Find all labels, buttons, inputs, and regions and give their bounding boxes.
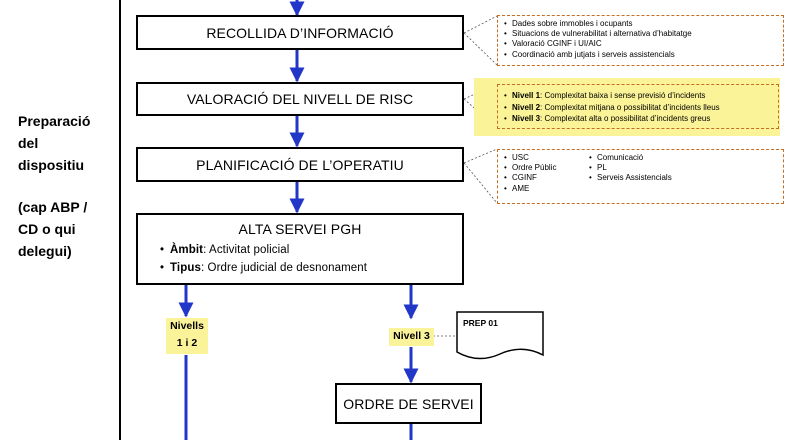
badge-nivells-1-2: Nivells 1 i 2 [166, 318, 208, 354]
badge-nivells-line-2: 1 i 2 [176, 337, 198, 349]
note-recollida-item-1: Dades sobre immobles i ocupants [504, 19, 777, 29]
note-recollida-item-3: Valoració CGINF i UI/AIC [504, 39, 777, 49]
note-operatiu-ordre-public: Ordre Públic [504, 163, 592, 173]
step-ordre-label: ORDRE DE SERVEI [343, 395, 474, 412]
step-valoracio-label: VALORACIÓ DEL NIVELL DE RISC [186, 91, 414, 107]
note-risc-text-1: : Complexitat baixa i sense previsió d’i… [540, 91, 706, 100]
lane-label-line-2: del [18, 135, 39, 151]
document-shape [456, 311, 544, 360]
note-operatiu-serveis: Serveis Assistencials [589, 173, 677, 183]
note-risc-key-1: Nivell 1 [512, 91, 541, 100]
note-operatiu-usc: USC [504, 153, 592, 163]
lane-sub-line-1: (cap ABP / [18, 199, 88, 215]
step-planificacio-operatiu[interactable]: PLANIFICACIÓ DE L’OPERATIU [136, 147, 464, 182]
lane-label: Preparació del dispositiu (cap ABP / CD … [0, 110, 120, 262]
alta-ambit-value: : Activitat policial [203, 244, 290, 256]
lane-sub-line-2: CD o qui [18, 221, 76, 237]
lane-border-left [119, 0, 121, 440]
step-recollida-informacio[interactable]: RECOLLIDA D’INFORMACIÓ [136, 15, 464, 50]
note-risc-text-3: : Complexitat alta o possibilitat d’inci… [540, 114, 711, 123]
alta-tipus-row: •Tipus: Ordre judicial de desnonament [160, 262, 368, 274]
step-alta-servei-pgh[interactable]: ALTA SERVEI PGH •Àmbit: Activitat polici… [136, 213, 464, 285]
alta-ambit-key: Àmbit [170, 244, 204, 256]
note-recollida-item-4: Coordinació amb jutjats i serveis assist… [504, 50, 777, 60]
note-operatiu-cginf: CGINF [504, 173, 592, 183]
lane-label-line-1: Preparació [18, 113, 91, 129]
note-operatiu: USC Ordre Públic CGINF AME Comunicació P… [497, 149, 784, 204]
alta-tipus-key: Tipus [170, 262, 201, 274]
step-ordre-servei[interactable]: ORDRE DE SERVEI [335, 383, 482, 424]
badge-nivells-line-1: Nivells [170, 320, 204, 332]
note-risc: Nivell 1: Complexitat baixa i sense prev… [497, 84, 779, 129]
note-risc-item-3: Nivell 3: Complexitat alta o possibilita… [504, 113, 772, 125]
lane-label-line-3: dispositiu [18, 157, 85, 173]
note-risc-item-2: Nivell 2: Complexitat mitjana o possibil… [504, 102, 772, 114]
note-operatiu-pl: PL [589, 163, 677, 173]
note-operatiu-comunicacio: Comunicació [589, 153, 677, 163]
badge-nivell-3: Nivell 3 [389, 328, 434, 346]
badge-nivell-3-label: Nivell 3 [393, 330, 430, 342]
note-risc-text-2: : Complexitat mitjana o possibilitat d’i… [540, 102, 720, 112]
document-prep01-label: PREP 01 [463, 318, 498, 328]
step-recollida-label: RECOLLIDA D’INFORMACIÓ [206, 24, 394, 41]
note-risc-key-2: Nivell 2 [512, 102, 541, 112]
note-risc-key-3: Nivell 3 [512, 114, 541, 123]
lane-sub-line-3: delegui) [18, 243, 72, 259]
note-recollida: Dades sobre immobles i ocupants Situacio… [497, 15, 784, 66]
step-valoracio-risc[interactable]: VALORACIÓ DEL NIVELL DE RISC [136, 82, 464, 116]
alta-title: ALTA SERVEI PGH [238, 221, 362, 237]
alta-tipus-value: : Ordre judicial de desnonament [200, 262, 368, 274]
note-recollida-item-2: Situacions de vulnerabilitat i alternati… [504, 29, 777, 39]
alta-ambit-row: •Àmbit: Activitat policial [160, 244, 290, 256]
step-planificacio-label: PLANIFICACIÓ DE L’OPERATIU [196, 156, 404, 173]
note-risc-item-1: Nivell 1: Complexitat baixa i sense prev… [504, 90, 772, 102]
note-operatiu-ame: AME [504, 184, 592, 194]
